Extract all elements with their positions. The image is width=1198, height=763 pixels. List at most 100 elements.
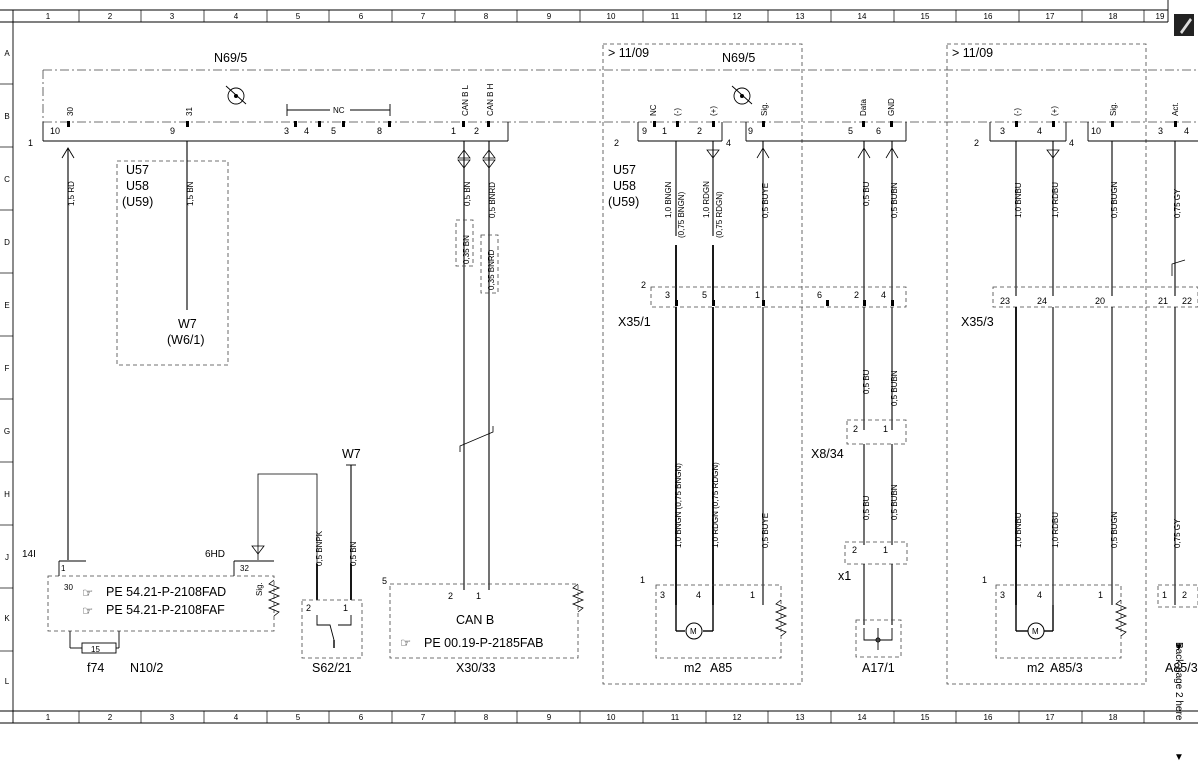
svg-text:M: M (1032, 627, 1039, 636)
pin-label: 1 (883, 424, 888, 434)
component-label: S62/21 (312, 661, 352, 675)
wire-label: 0,5 BUBN (890, 182, 899, 218)
pin-label: 9 (748, 126, 753, 136)
pin-label: 2 (448, 591, 453, 601)
motor-symbol-icon (731, 85, 753, 105)
pin-label: 1 (451, 126, 456, 136)
signal-label: Sig. (1109, 102, 1118, 116)
page-navigation[interactable]: Back page 2 here ▼ ▼ (1173, 642, 1184, 763)
page-nav-label[interactable]: Back page 2 here (1173, 642, 1184, 721)
doc-reference[interactable]: PE 54.21-P-2108FAF (106, 603, 225, 617)
variant-label: U57 (126, 163, 149, 177)
col-label-top: 18 (1109, 12, 1118, 21)
arrow-down-icon: ▼ (1174, 642, 1184, 653)
col-label-top: 16 (984, 12, 993, 21)
wire-label: 0,5 BUBN (890, 484, 899, 520)
pin-label: 2 (697, 126, 702, 136)
connector-x30-33: 5 2 1 ☞ PE 00.19-P-2185FAB X30/33 (382, 576, 579, 675)
variant-label: (U59) (608, 195, 639, 209)
signal-label: Sig. (255, 582, 264, 596)
pin-label: 4 (881, 290, 886, 300)
pin-label: 4 (1037, 126, 1042, 136)
doc-reference[interactable]: PE 00.19-P-2185FAB (424, 636, 544, 650)
variant-box-u57-left: U57 U58 (U59) W7 (W6/1) (116, 160, 229, 366)
pin-label: 32 (240, 564, 249, 573)
pin-label: 9 (170, 126, 175, 136)
col-label-top: 11 (671, 12, 680, 21)
signal-label: Data (859, 99, 868, 116)
connector-label-w7: W7 (178, 317, 197, 331)
pin-label: 5 (848, 126, 853, 136)
col-label-top: 8 (484, 12, 489, 21)
motor-a85-39-partial: 1 2 A85/39 (1157, 584, 1198, 675)
wire-label: 1,5 BN (186, 181, 195, 206)
row-label: F (5, 364, 10, 373)
pen-tool-icon[interactable] (1174, 14, 1194, 36)
wire-label: 1,0 BNBU (1014, 182, 1023, 218)
wire-label: 1,0 BNBU (1014, 512, 1023, 548)
col-label-top: 17 (1046, 12, 1055, 21)
wire-label: 1,0 RDGN (0,75 RDGN) (711, 462, 720, 548)
wire-label: 0,5 BU (862, 369, 871, 394)
wire-label: 0,5 BNPK (315, 530, 324, 566)
row-label: D (4, 238, 10, 247)
col-label-top: 5 (296, 12, 301, 21)
row-label: C (4, 175, 10, 184)
wire-label: 0,35 BN (462, 235, 471, 264)
signal-label: GND (887, 98, 896, 116)
component-label: A17/1 (862, 661, 895, 675)
module-n69-5-mid: > 11/09 N69/5 2 9 1 2 4 9 5 6 NC (-) (+)… (602, 43, 907, 685)
pin-label: 3 (660, 590, 665, 600)
doc-reference[interactable]: PE 54.21-P-2108FAD (106, 585, 226, 599)
col-label-bottom: 3 (170, 713, 175, 722)
pin-label: 2 (974, 138, 979, 148)
wire-label: 0,5 BUYE (761, 513, 770, 548)
signal-label: CAN B H (486, 83, 495, 116)
connector-label: X8/34 (811, 447, 844, 461)
col-label-top: 2 (108, 12, 113, 21)
pin-label: 3 (1158, 126, 1163, 136)
variant-label: U58 (613, 179, 636, 193)
col-label-top: 12 (733, 12, 742, 21)
pin-label: 22 (1182, 296, 1192, 306)
pin-label: 2 (306, 603, 311, 613)
wire-label: 0,75 GY (1173, 518, 1182, 548)
col-label-bottom: 2 (108, 713, 113, 722)
signal-label: (+) (709, 106, 718, 116)
col-label-bottom: 4 (234, 713, 239, 722)
pin-label: 1 (1098, 590, 1103, 600)
wire-label: 1,0 BNGN (664, 181, 673, 218)
wire-label: 1,5 RD (67, 181, 76, 206)
component-label: A85 (710, 661, 732, 675)
wire-label: 0,5 BNRD (488, 182, 497, 218)
component-label: m2 (684, 661, 701, 675)
signal-label: Sig. (760, 102, 769, 116)
connector-x35-1: 2 X35/1 3 5 1 6 2 4 (618, 280, 907, 329)
switch-s62-21: 2 1 S62/21 (301, 599, 363, 675)
connector-label-w6-1: (W6/1) (167, 333, 205, 347)
fuse-label: f74 (87, 661, 104, 675)
variant-label: U58 (126, 179, 149, 193)
pin-label: 4 (304, 126, 309, 136)
pin-label: 3 (665, 290, 670, 300)
pin-label: 4 (1184, 126, 1189, 136)
wire-label: (0,75 RDGN) (715, 191, 724, 238)
wire-label: 0,5 BU (862, 495, 871, 520)
pin-label: 21 (1158, 296, 1168, 306)
pin-label: 4 (696, 590, 701, 600)
signal-label: (+) (1050, 106, 1059, 116)
col-label-bottom: 16 (984, 713, 993, 722)
col-label-bottom: 18 (1109, 713, 1118, 722)
pin-label: 1 (662, 126, 667, 136)
pin-label: 2 (641, 280, 646, 290)
wire-label: 0,35 BNRD (487, 249, 496, 290)
pin-label: 1 (750, 590, 755, 600)
pin-label: 15 (91, 645, 100, 654)
wire-label: 1,0 RDGN (702, 181, 711, 218)
col-label-top: 15 (921, 12, 930, 21)
signal-label: 31 (185, 107, 194, 116)
pin-label: 1 (343, 603, 348, 613)
connector-label-w7: W7 (342, 447, 361, 461)
pin-label: 1 (1162, 590, 1167, 600)
